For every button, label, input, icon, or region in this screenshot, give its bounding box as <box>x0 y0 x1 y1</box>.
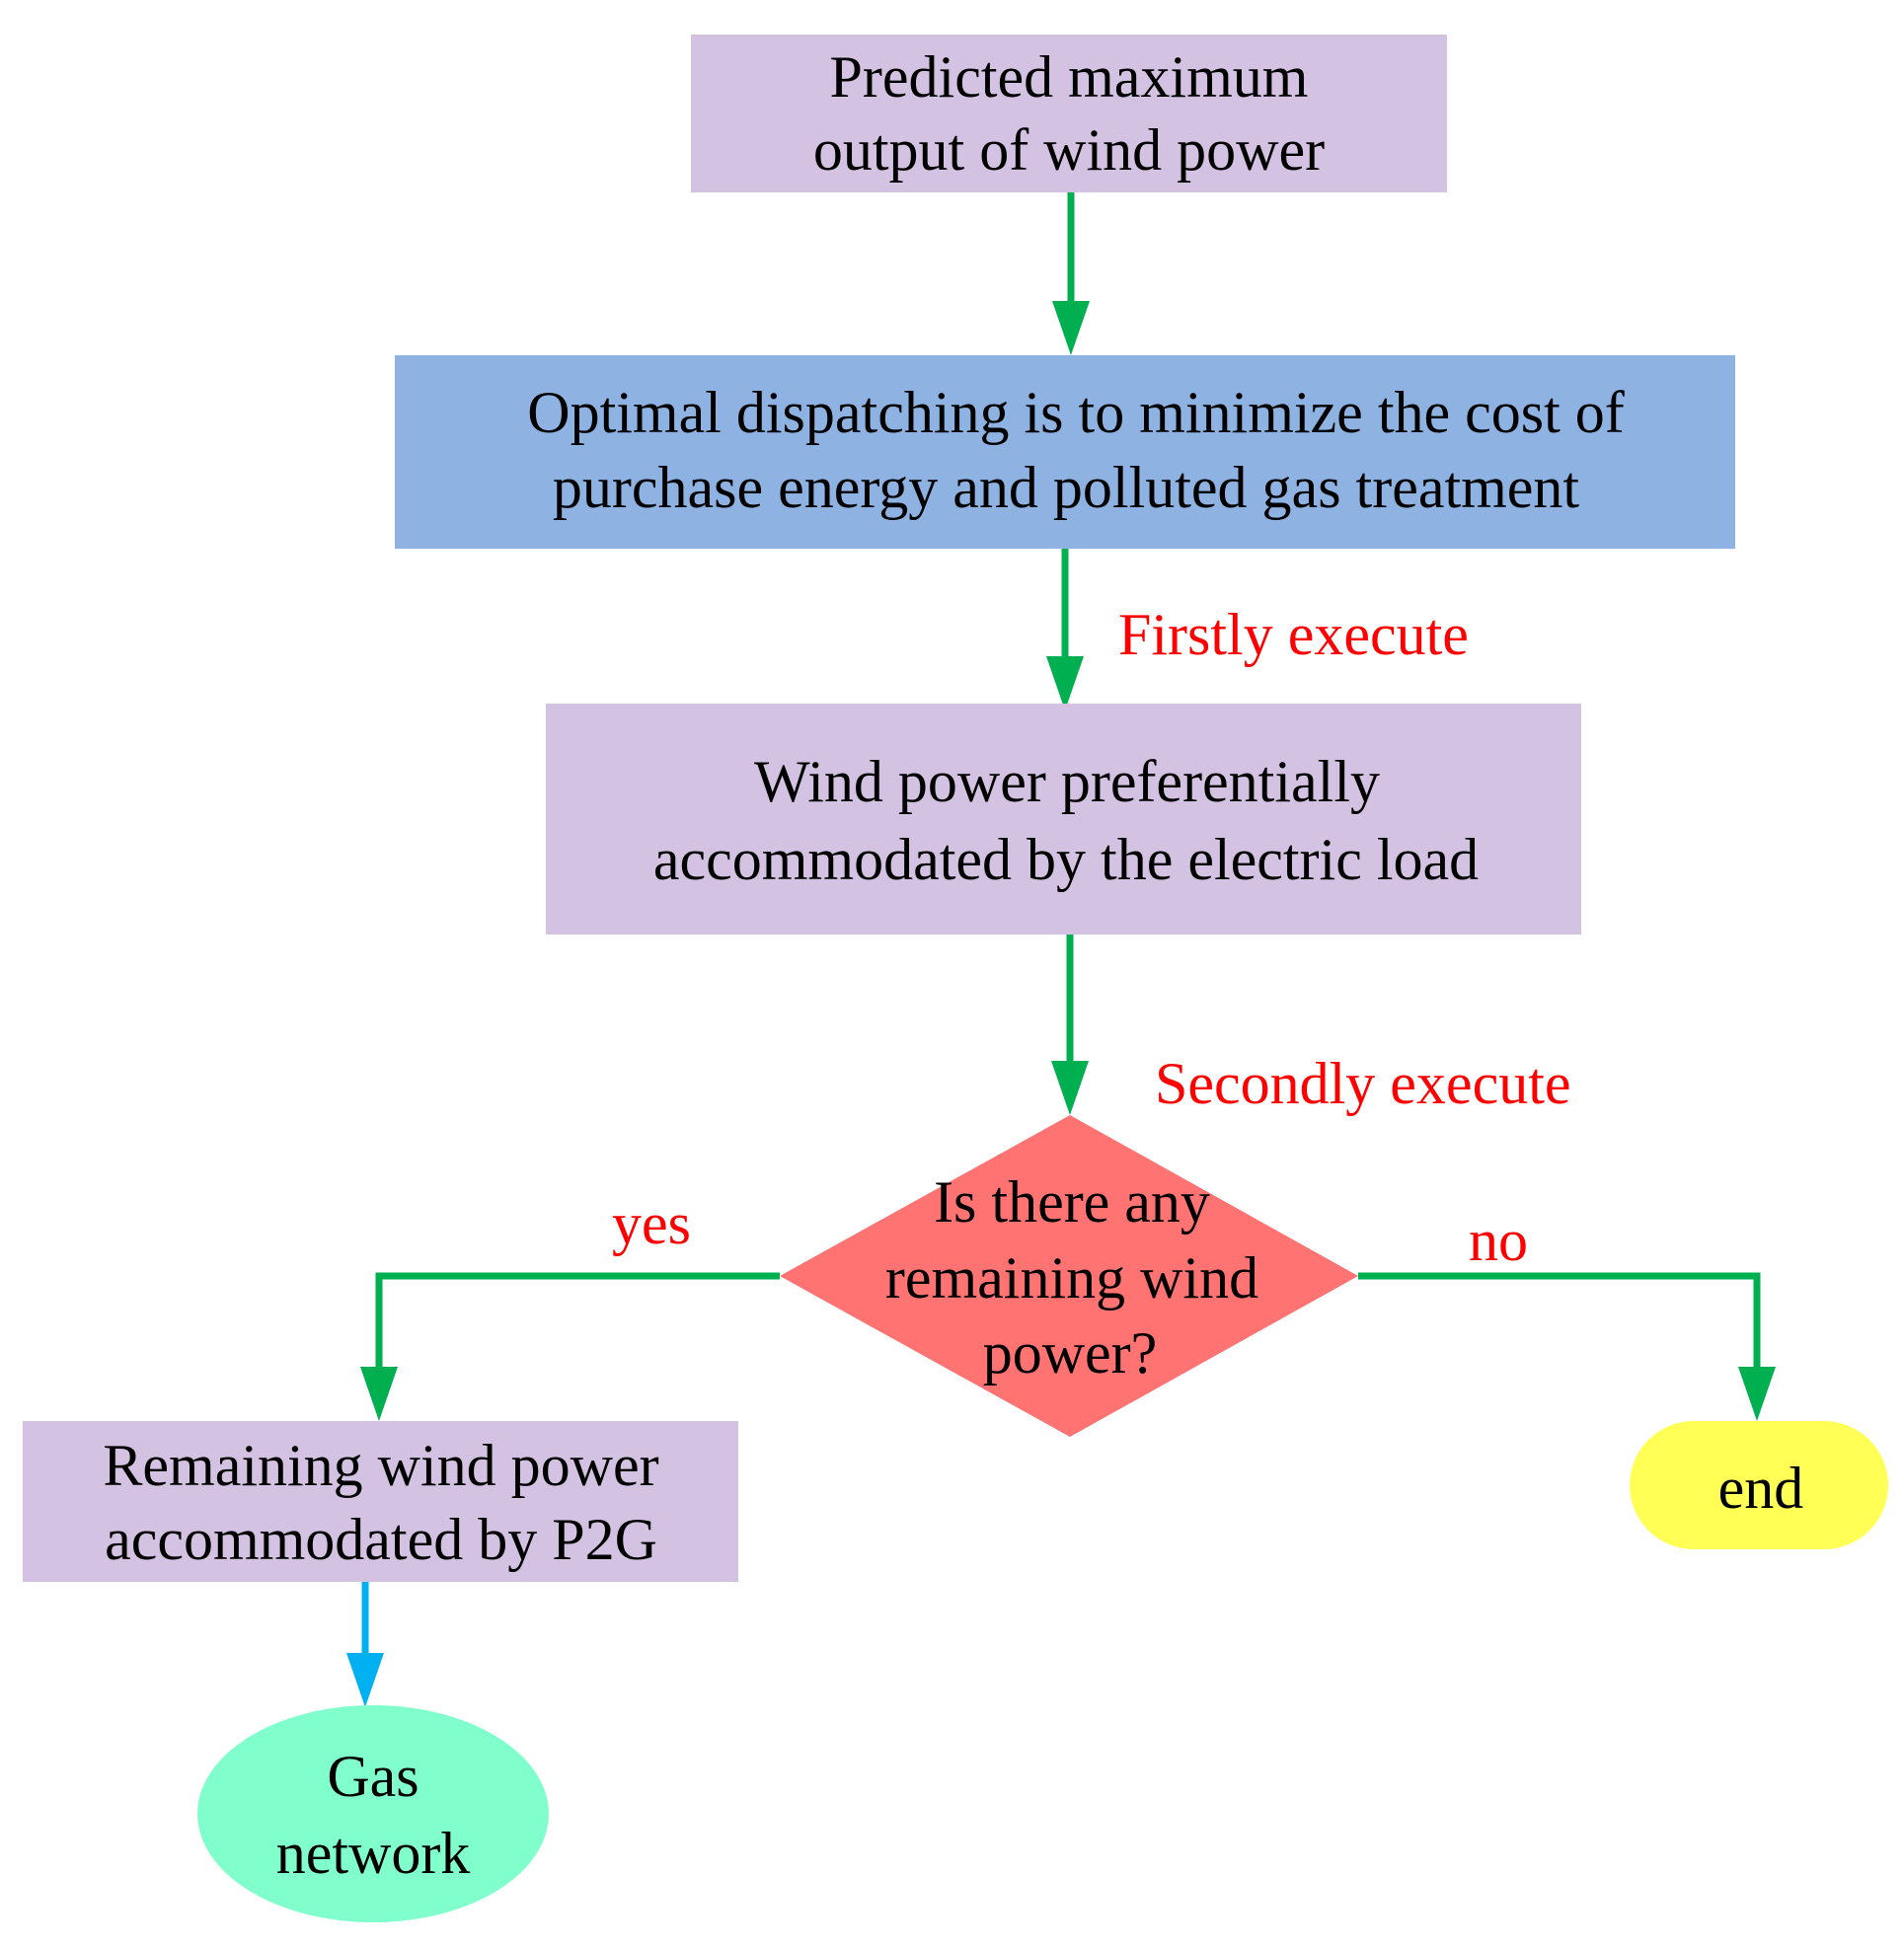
edge-no-line <box>1358 1272 1761 1377</box>
node-wind-electric-load: Wind power preferentially accommodated b… <box>546 704 1581 935</box>
decision-line3: power? <box>983 1320 1158 1386</box>
edge-p2g-to-gas-arrowhead <box>346 1653 384 1707</box>
node-wind-electric-load-box <box>546 704 1581 935</box>
node-predicted-output-line1: Predicted maximum <box>830 44 1309 110</box>
node-gas-network-line1: Gas <box>327 1744 419 1809</box>
edge-predicted-to-dispatch <box>1052 192 1090 355</box>
label-firstly-execute: Firstly execute <box>1118 602 1469 667</box>
node-predicted-output-line2: output of wind power <box>813 117 1325 183</box>
node-gas-network-line2: network <box>276 1821 471 1886</box>
node-remaining-p2g-line1: Remaining wind power <box>103 1433 658 1498</box>
edge-yes: yes <box>360 1191 780 1421</box>
node-optimal-dispatching: Optimal dispatching is to minimize the c… <box>395 355 1735 549</box>
edge-yes-arrowhead <box>360 1367 398 1421</box>
node-wind-electric-load-line1: Wind power preferentially <box>754 749 1380 814</box>
node-optimal-dispatching-box <box>395 355 1735 549</box>
edge-predicted-to-dispatch-arrowhead <box>1052 301 1090 355</box>
label-secondly-execute: Secondly execute <box>1155 1051 1571 1116</box>
node-optimal-dispatching-line1: Optimal dispatching is to minimize the c… <box>527 380 1625 445</box>
edge-no: no <box>1358 1208 1776 1421</box>
edge-p2g-to-gas <box>346 1582 384 1707</box>
node-end-shape <box>1630 1421 1888 1549</box>
decision-line1: Is there any <box>934 1169 1210 1235</box>
label-yes: yes <box>612 1191 691 1256</box>
node-end-label: end <box>1718 1456 1804 1521</box>
decision-remaining-wind: Is there any remaining wind power? <box>780 1115 1358 1437</box>
node-end: end <box>1630 1421 1888 1549</box>
decision-diamond <box>780 1115 1358 1437</box>
node-gas-network-shape <box>197 1705 549 1922</box>
node-remaining-p2g: Remaining wind power accommodated by P2G <box>23 1421 738 1582</box>
edge-wind-load-to-decision-arrowhead <box>1051 1061 1089 1115</box>
node-predicted-output-box <box>691 35 1447 192</box>
node-remaining-p2g-line2: accommodated by P2G <box>105 1507 657 1572</box>
label-no: no <box>1469 1208 1528 1273</box>
node-gas-network: Gas network <box>197 1705 549 1922</box>
node-predicted-output: Predicted maximum output of wind power <box>691 35 1447 192</box>
edge-dispatch-to-wind-load: Firstly execute <box>1046 549 1469 711</box>
edge-yes-line <box>375 1272 780 1377</box>
node-remaining-p2g-box <box>23 1421 738 1582</box>
node-optimal-dispatching-line2: purchase energy and polluted gas treatme… <box>553 455 1580 520</box>
edge-wind-load-to-decision: Secondly execute <box>1051 935 1571 1116</box>
decision-line2: remaining wind <box>885 1245 1258 1311</box>
edge-no-arrowhead <box>1738 1367 1776 1421</box>
node-wind-electric-load-line2: accommodated by the electric load <box>653 827 1479 892</box>
edge-dispatch-to-wind-load-arrowhead <box>1046 656 1084 711</box>
